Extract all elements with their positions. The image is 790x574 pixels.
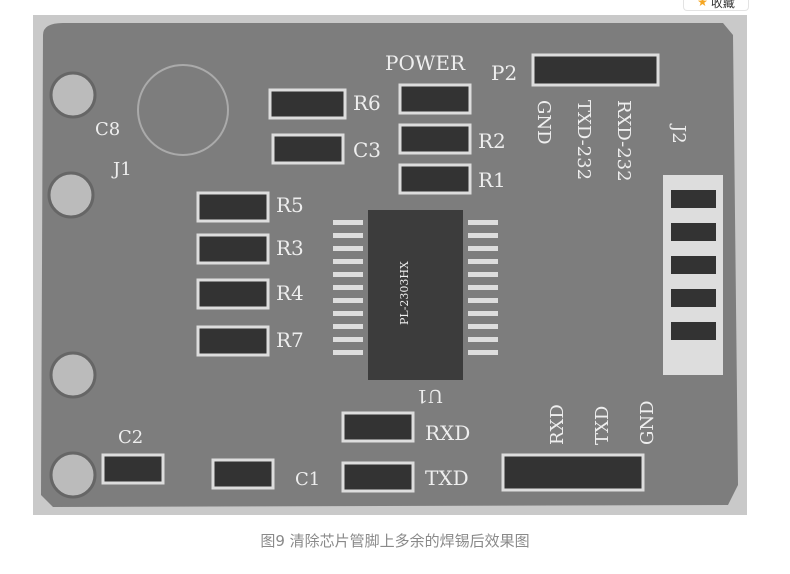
board-label: R7 — [276, 328, 304, 352]
board-label: C1 — [295, 469, 320, 490]
board-label: R6 — [353, 91, 381, 115]
figure-caption: 图9 清除芯片管脚上多余的焊锡后效果图 — [260, 532, 530, 550]
board-label: C2 — [118, 427, 143, 448]
board-label: J1 — [111, 159, 132, 180]
board-label: J2 — [668, 123, 689, 144]
board-label: R5 — [276, 193, 304, 217]
board-label: R4 — [276, 281, 304, 305]
star-icon: ★ — [697, 0, 708, 9]
board-label: C3 — [353, 138, 381, 162]
board-label: GND — [637, 400, 658, 445]
board-label: R2 — [478, 129, 506, 153]
favorite-label: 收藏 — [710, 0, 735, 10]
board-label: RXD-232 — [613, 100, 634, 182]
board-label: TXD-232 — [573, 100, 594, 180]
board-label: RXD — [547, 404, 568, 445]
board-label: RXD — [425, 421, 470, 445]
chip-marking: PL-2303HX — [398, 261, 411, 325]
board-label: P2 — [491, 61, 517, 85]
pcb-photo: POWER P2 R6 R2 R1 C3 C8 J1 R5 R3 R4 R7 J… — [33, 15, 747, 515]
board-label: R1 — [478, 168, 506, 192]
board-label: TXD — [425, 466, 469, 490]
board-label: C8 — [95, 119, 120, 140]
board-label: POWER — [385, 51, 466, 75]
board-label: R3 — [276, 236, 304, 260]
favorite-button[interactable]: ★ 收藏 — [683, 0, 749, 11]
board-label: GND — [533, 100, 554, 145]
board-label: U1 — [416, 385, 443, 406]
board-label: TXD — [592, 406, 613, 445]
